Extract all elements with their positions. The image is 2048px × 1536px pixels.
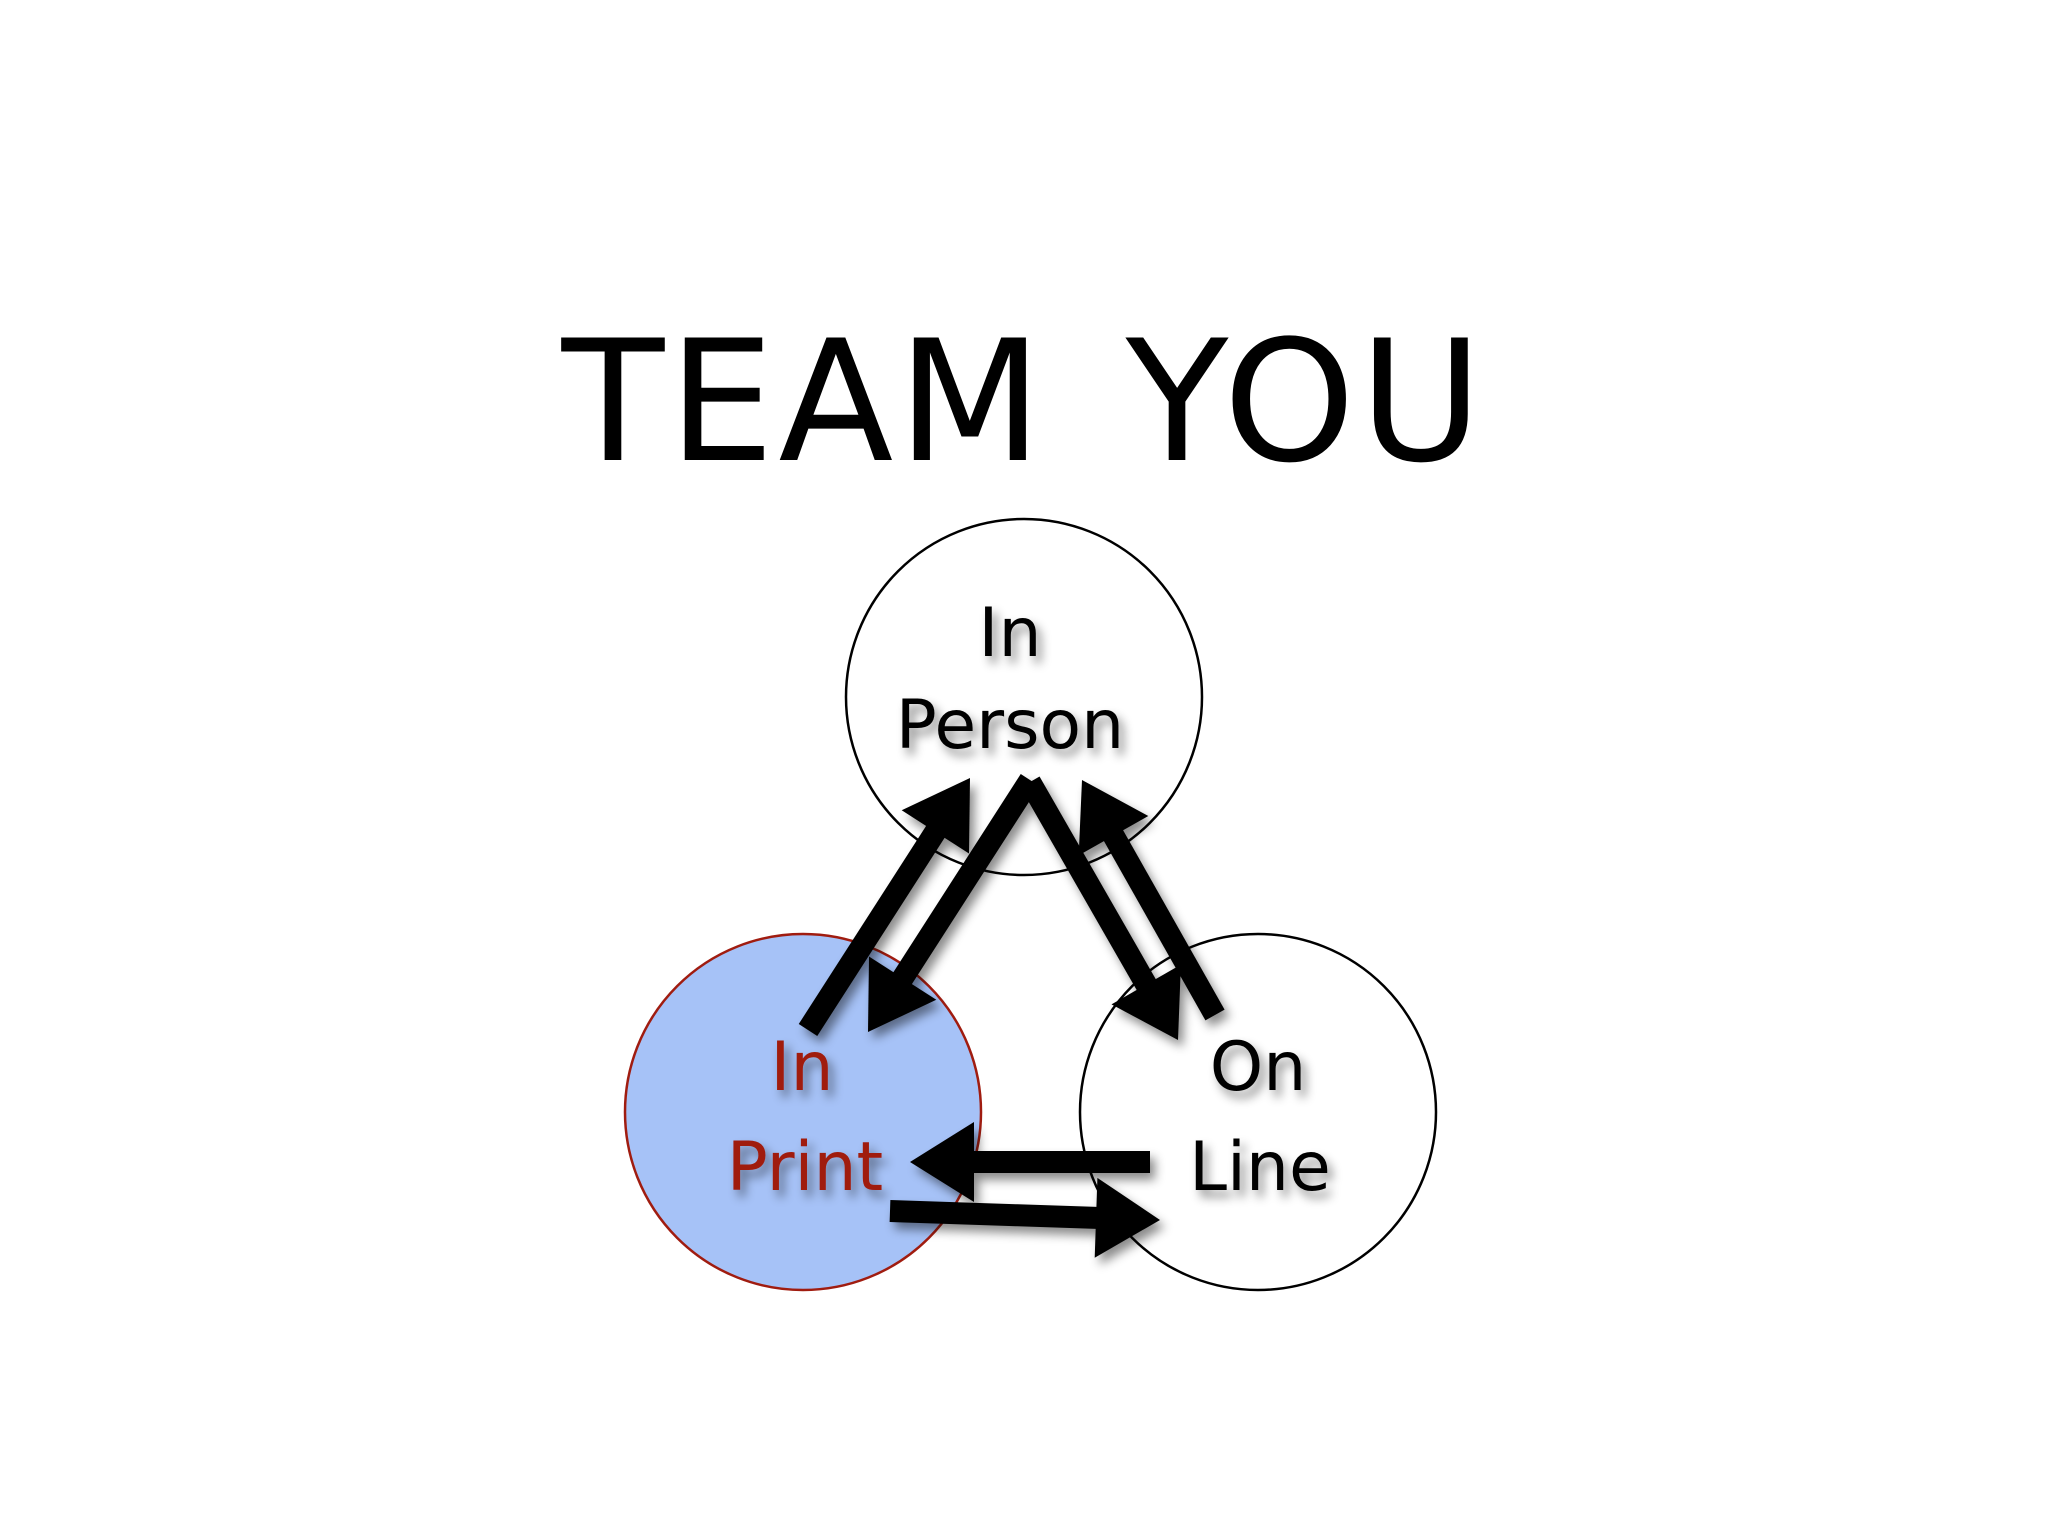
node-circle-in-print (623, 932, 983, 1292)
arrow-online-to-person-shaft (1101, 826, 1225, 1021)
arrows (798, 774, 1225, 1258)
node-label-in-person-line2: Person (896, 686, 1125, 765)
arrow-online-to-person-head (1078, 780, 1149, 856)
node-label-in-print-line1: In (770, 1028, 833, 1107)
slide-title: TEAM YOU (561, 304, 1487, 500)
node-circle-on-line (1078, 932, 1438, 1292)
arrow-print-to-online-head (1094, 1177, 1160, 1258)
arrow-online-to-print-head (910, 1122, 974, 1202)
arrow-print-to-person (798, 778, 970, 1036)
arrow-print-to-online-shaft (889, 1200, 1101, 1229)
arrow-person-to-print-head (868, 956, 937, 1032)
node-label-in-person: In Person (896, 594, 1125, 765)
arrow-person-to-online-head (1111, 964, 1181, 1040)
node-label-in-print: In Print (727, 1028, 883, 1207)
node-label-in-print-line2: Print (727, 1128, 883, 1207)
arrow-print-to-person-shaft (798, 822, 947, 1036)
node-label-on-line-line2: Line (1189, 1128, 1331, 1207)
arrow-print-to-online (889, 1177, 1160, 1258)
node-circle-in-person (844, 517, 1204, 877)
arrow-print-to-person-head (901, 778, 970, 854)
arrow-person-to-online (1020, 776, 1181, 1040)
node-label-on-line-line1: On (1210, 1028, 1307, 1107)
node-label-in-person-line1: In (978, 594, 1041, 673)
arrow-person-to-print-shaft (891, 774, 1040, 988)
arrow-online-to-person (1078, 780, 1225, 1021)
arrow-person-to-online-shaft (1020, 776, 1158, 994)
arrow-online-to-print (910, 1122, 1150, 1202)
arrow-person-to-print (868, 774, 1040, 1032)
node-label-on-line: On Line (1189, 1028, 1331, 1207)
